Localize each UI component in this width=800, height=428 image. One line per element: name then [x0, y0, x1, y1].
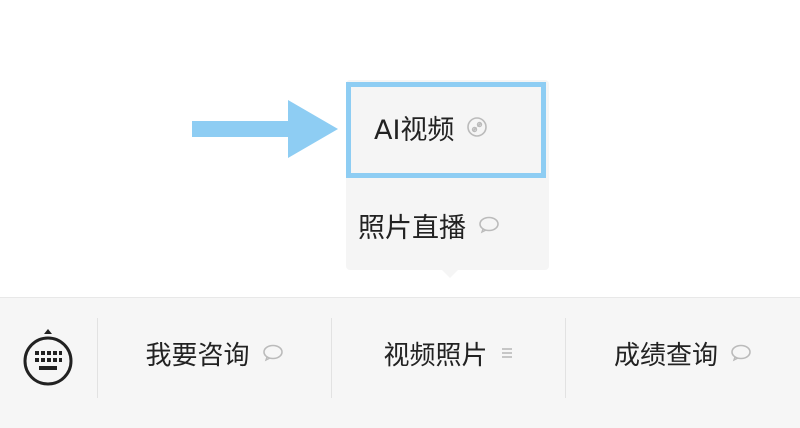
submenu-item-photo-live[interactable]: 照片直播: [346, 180, 549, 270]
submenu-item-label: 照片直播: [358, 212, 466, 244]
submenu-item-ai-video[interactable]: AI视频: [346, 80, 549, 174]
menu-item-label: 成绩查询: [613, 340, 718, 371]
menu-divider: [565, 318, 566, 398]
chat-bubble-icon: [478, 216, 500, 234]
mini-program-link-icon: [466, 116, 488, 138]
keyboard-toggle-icon[interactable]: [22, 326, 74, 388]
menu-item-video-photo[interactable]: 视频照片: [332, 298, 565, 408]
popup-pointer: [440, 268, 460, 278]
chat-bubble-icon: [262, 344, 284, 362]
annotation-arrow-icon: [192, 100, 338, 158]
chat-bubble-icon: [730, 344, 752, 362]
menu-divider: [97, 318, 98, 398]
submenu-item-label: AI视频: [374, 114, 455, 146]
menu-item-consult[interactable]: 我要咨询: [98, 298, 331, 408]
submenu-popup: AI视频 照片直播: [346, 80, 549, 270]
custom-menu-bar: 我要咨询 视频照片 成绩查询: [0, 297, 800, 428]
menu-divider: [331, 318, 332, 398]
menu-item-score-query[interactable]: 成绩查询: [566, 298, 800, 408]
menu-item-label: 我要咨询: [145, 340, 250, 371]
menu-item-label: 视频照片: [383, 340, 488, 371]
submenu-lines-icon: [500, 346, 514, 360]
